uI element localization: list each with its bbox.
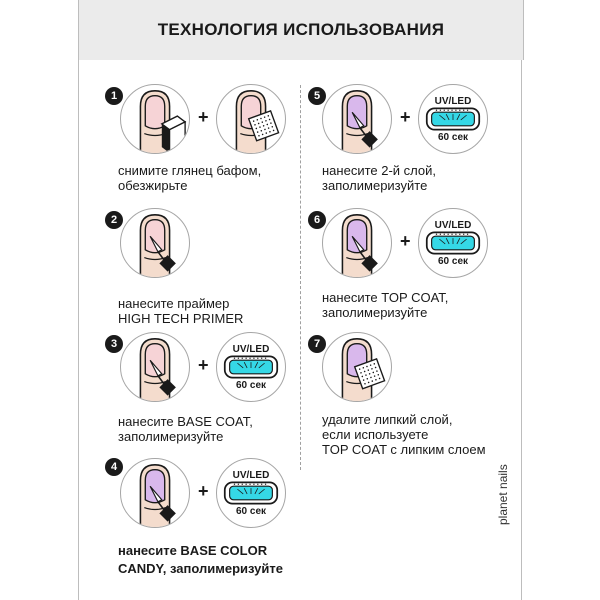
lamp-label: UV/LED <box>232 344 270 355</box>
nail-with-wipe-icon <box>216 84 286 154</box>
uv-led-lamp-icon: UV/LED 60 сек <box>418 84 488 154</box>
page-title: ТЕХНОЛОГИЯ ИСПОЛЬЗОВАНИЯ <box>157 20 445 39</box>
lamp-time: 60 сек <box>437 256 469 267</box>
header-bar: ТЕХНОЛОГИЯ ИСПОЛЬЗОВАНИЯ <box>78 0 524 60</box>
nail-with-brush-icon <box>120 208 190 278</box>
lilac-nail-with-wipe-icon <box>322 332 392 402</box>
plus-icon: + <box>198 355 209 375</box>
nail-with-brush-icon <box>120 332 190 402</box>
step-caption: нанесите TOP COAT,заполимеризуйте <box>322 290 449 320</box>
lamp-time: 60 сек <box>437 132 469 143</box>
plus-icon: + <box>198 107 209 127</box>
plus-icon: + <box>400 107 411 127</box>
uv-led-lamp-icon: UV/LED 60 сек <box>216 458 286 528</box>
lilac-nail-with-brush-icon <box>120 458 190 528</box>
step-number-badge: 3 <box>105 335 123 353</box>
step-number-badge: 5 <box>308 87 326 105</box>
plus-icon: + <box>400 231 411 251</box>
frame-left-line <box>78 60 79 600</box>
step-caption: нанесите 2-й слой,заполимеризуйте <box>322 163 436 193</box>
lamp-label: UV/LED <box>434 96 472 107</box>
lamp-time: 60 сек <box>235 380 267 391</box>
uv-led-lamp-icon: UV/LED 60 сек <box>216 332 286 402</box>
lilac-nail-with-brush-icon <box>322 208 392 278</box>
step-number-badge: 6 <box>308 211 326 229</box>
step-number-badge: 2 <box>105 211 123 229</box>
nail-with-buffer-icon <box>120 84 190 154</box>
step-caption: снимите глянец бафом,обезжирьте <box>118 163 262 193</box>
lamp-time: 60 сек <box>235 506 267 517</box>
frame-right-line <box>521 60 522 600</box>
step-caption: нанесите BASE COAT,заполимеризуйте <box>118 414 253 444</box>
lilac-nail-with-brush-icon <box>322 84 392 154</box>
brand-watermark: planet nails <box>496 464 510 525</box>
step-number-badge: 1 <box>105 87 123 105</box>
step-number-badge: 7 <box>308 335 326 353</box>
lamp-label: UV/LED <box>232 470 270 481</box>
step-number-badge: 4 <box>105 458 123 476</box>
plus-icon: + <box>198 481 209 501</box>
column-divider <box>300 85 301 470</box>
uv-led-lamp-icon: UV/LED 60 сек <box>418 208 488 278</box>
lamp-label: UV/LED <box>434 220 472 231</box>
